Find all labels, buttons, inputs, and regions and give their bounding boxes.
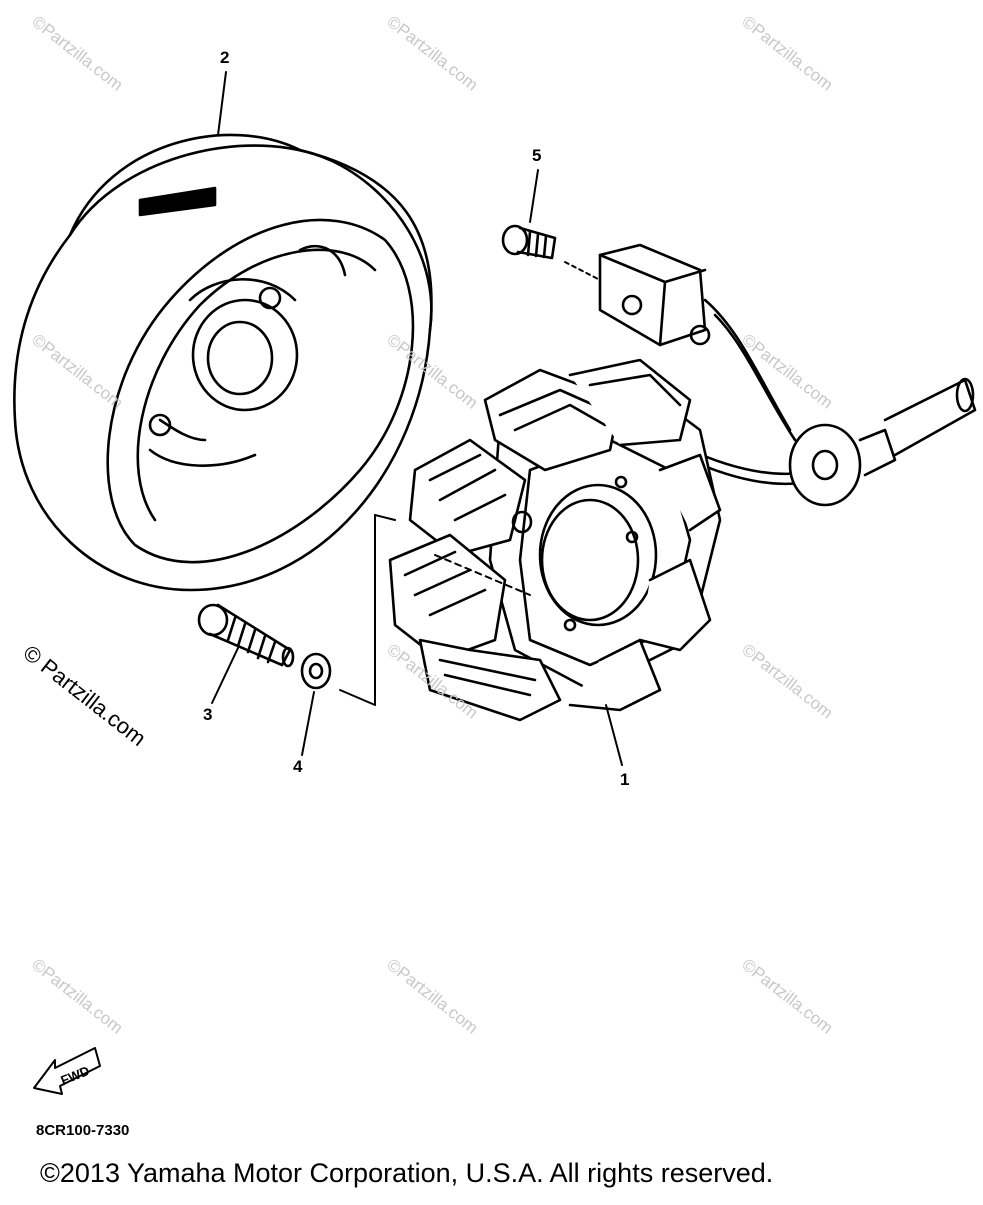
washer-part-4: [300, 652, 332, 756]
copyright-notice: ©2013 Yamaha Motor Corporation, U.S.A. A…: [40, 1158, 774, 1188]
callout-2: 2: [220, 48, 230, 67]
rotor-part: [13, 71, 433, 592]
bolt-part-3: [197, 603, 295, 704]
diagram-code: 8CR100-7330: [36, 1122, 130, 1139]
fwd-arrow-icon: FWD: [33, 1047, 101, 1095]
stator-part: [388, 358, 722, 766]
pickup-coil: [564, 243, 977, 507]
callout-5: 5: [532, 146, 542, 165]
callout-3: 3: [203, 705, 213, 724]
alignment-lines: [339, 514, 531, 706]
callout-4: 4: [293, 757, 303, 776]
screw-part-5: [501, 169, 557, 260]
callout-1: 1: [620, 770, 630, 789]
